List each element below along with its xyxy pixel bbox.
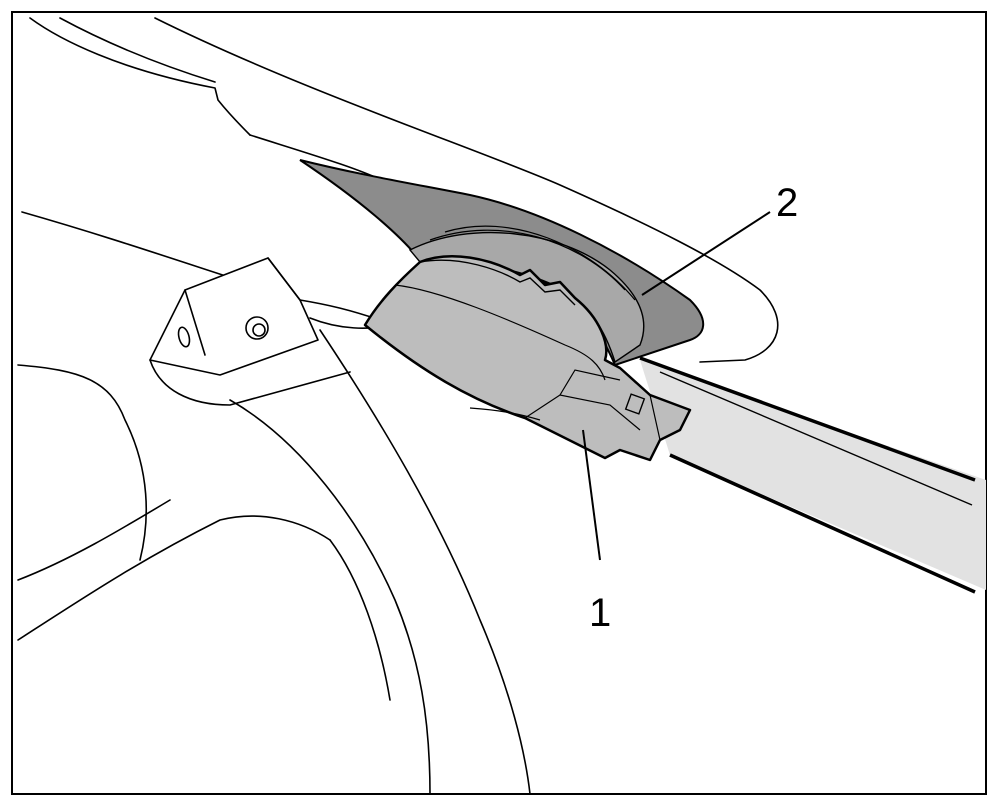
channel-rail bbox=[639, 356, 986, 594]
leader-lines bbox=[582, 211, 771, 561]
leader-line-2 bbox=[641, 211, 771, 296]
leader-line-1 bbox=[582, 429, 601, 561]
seal-grommet-part bbox=[299, 159, 705, 367]
callout-label-2: 2 bbox=[776, 181, 798, 225]
figure-frame bbox=[11, 11, 987, 795]
connector-housing-part bbox=[363, 255, 692, 462]
callout-label-1: 1 bbox=[589, 591, 611, 635]
bracket-holes bbox=[177, 316, 269, 348]
